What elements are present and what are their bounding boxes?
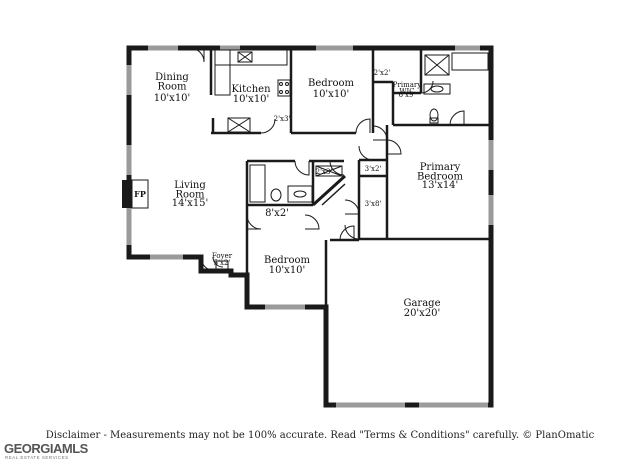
fireplace-hearth bbox=[122, 180, 132, 208]
kitchen-name: Kitchen bbox=[231, 84, 271, 95]
foyer-name: Foyer bbox=[212, 252, 233, 260]
garage-size: 20'x20' bbox=[404, 308, 441, 319]
hall-size: 8'x2' bbox=[265, 208, 289, 219]
closet-top-size: 2'x2' bbox=[374, 69, 391, 77]
bedroom-top-size: 10'x10' bbox=[313, 89, 350, 100]
bedroom-bottom-name: Bedroom bbox=[264, 255, 310, 266]
kitchen-counter-side bbox=[214, 49, 231, 96]
bath-toilet bbox=[270, 188, 282, 202]
fireplace-box bbox=[131, 179, 149, 209]
disclaimer-text: Disclaimer - Measurements may not be 100… bbox=[45, 430, 595, 441]
hall-closet-shelf bbox=[315, 165, 343, 177]
living-room-size: 14'x15' bbox=[172, 198, 209, 209]
closet-3x8-size: 3'x8' bbox=[365, 200, 382, 208]
foyer-mat bbox=[215, 260, 229, 272]
primary-shower bbox=[424, 54, 450, 76]
brand-main-text: GEORGIAMLS bbox=[4, 441, 88, 456]
pantry-size: 2'x3' bbox=[274, 115, 291, 123]
island bbox=[227, 117, 251, 133]
bath-vanity bbox=[287, 185, 313, 203]
primary-wic-size: 6'x9' bbox=[399, 91, 416, 99]
bedroom-bottom-size: 10'x10' bbox=[269, 265, 306, 276]
primary-toilet bbox=[429, 108, 439, 122]
kitchen-sink bbox=[237, 51, 253, 63]
primary-sink bbox=[423, 83, 451, 95]
dining-room-size: 10'x10' bbox=[154, 93, 191, 104]
kitchen-size: 10'x10' bbox=[233, 94, 270, 105]
brand-sub-text: REAL ESTATE SERVICES bbox=[5, 455, 69, 460]
primary-bedroom-size: 13'x14' bbox=[422, 180, 459, 191]
hall-diagonal-wall-2 bbox=[321, 183, 346, 206]
hall-closet-size: 2'x3' bbox=[316, 168, 333, 176]
fixtures bbox=[214, 49, 489, 272]
bath-tub bbox=[249, 164, 266, 203]
georgia-mls-logo: GEORGIAMLS REAL ESTATE SERVICES bbox=[4, 441, 88, 463]
hall-diagonal-wall bbox=[311, 174, 347, 207]
stove bbox=[277, 79, 291, 97]
garage-name: Garage bbox=[403, 298, 440, 309]
foyer-size: 5'x2' bbox=[214, 259, 231, 267]
windows bbox=[126, 45, 494, 408]
bedroom-top-name: Bedroom bbox=[308, 78, 354, 89]
fireplace-label: FP bbox=[134, 189, 146, 199]
closet-3x2-size: 3'x2' bbox=[365, 165, 382, 173]
primary-tub bbox=[451, 52, 489, 71]
